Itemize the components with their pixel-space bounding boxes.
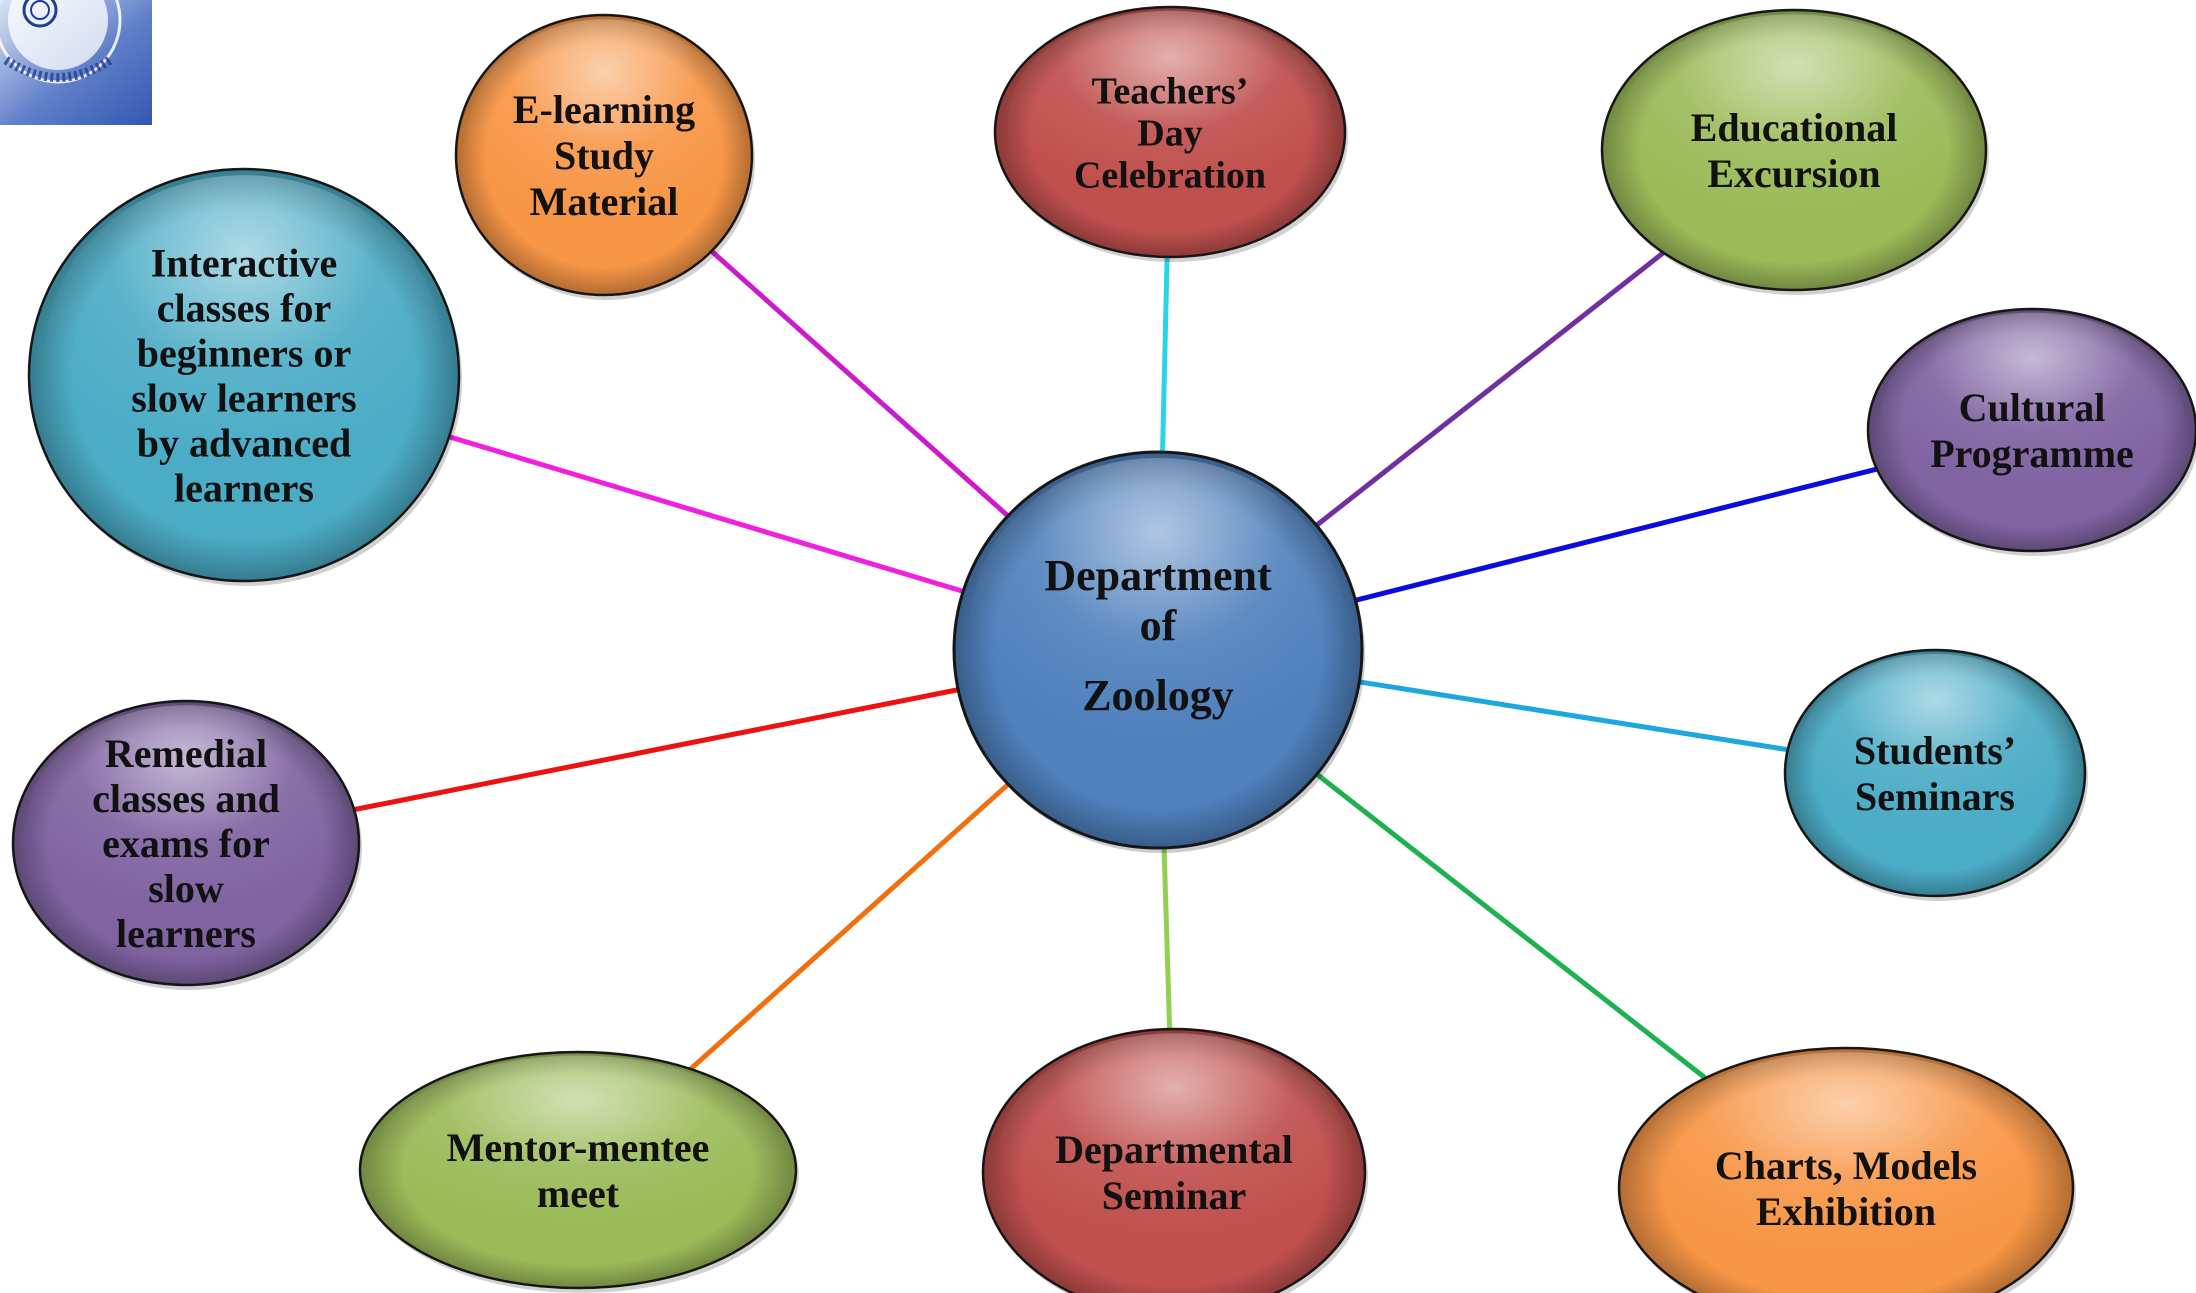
node-charts-models-bubble-highlight [1637,1052,2055,1291]
connector-teachers-day [1159,250,1170,461]
connector-cultural [1347,465,1884,605]
node-elearning-label-line: Study [554,133,654,178]
node-charts-models-label-line: Charts, Models [1715,1143,1977,1188]
node-students-seminars: Students’Seminars [1783,648,2088,901]
node-interactive-label-line: learners [174,466,314,511]
connector-elearning [705,245,1015,523]
node-mentor-mentee-bubble-highlight [377,1055,779,1257]
center-node-label-line: of [1140,601,1178,650]
node-elearning-label-line: E-learning [513,87,695,132]
node-elearning-label-line: Material [530,179,679,224]
emblem-seal [8,0,108,70]
node-excursion-bubble-highlight [1617,14,1971,253]
node-mentor-mentee-label-line: Mentor-mentee [447,1125,710,1170]
node-students-seminars-label: Students’Seminars [1854,728,2016,819]
node-remedial-label-line: exams for [102,821,270,866]
node-mentor-mentee-label-line: meet [537,1171,620,1216]
connector-interactive [440,432,972,596]
node-departmental-seminar-label-line: Seminar [1102,1173,1246,1218]
connector-students-seminars [1350,678,1795,753]
connectors [346,245,1884,1084]
node-interactive-label-line: slow learners [131,376,357,421]
node-remedial-bubble-highlight [26,705,346,947]
node-interactive-label-line: Interactive [151,241,338,286]
center-node-label-line: Zoology [1082,671,1234,720]
node-interactive-bubble-highlight [46,175,442,526]
node-students-seminars-label-line: Students’ [1854,728,2016,773]
center-node-bubble-highlight [970,457,1346,795]
node-cultural-label-line: Cultural [1959,385,2106,430]
node-students-seminars-label-line: Seminars [1855,774,2015,819]
node-excursion-label-line: Educational [1691,105,1898,150]
node-excursion-label-line: Excursion [1707,151,1880,196]
node-teachers-day-label-line: Day [1137,112,1202,154]
emblem-lettering [3,56,113,82]
node-interactive-label-line: beginners or [137,331,351,376]
connector-remedial [346,685,967,814]
node-cultural-label-line: Programme [1930,431,2134,476]
node-teachers-day-label-line: Celebration [1074,154,1266,196]
college-emblem [0,0,152,125]
node-teachers-day-bubble-highlight [1009,10,1331,224]
connector-excursion [1309,247,1670,532]
node-teachers-day-label-line: Teachers’ [1092,70,1249,112]
node-remedial-label-line: classes and [92,776,280,821]
node-elearning-bubble-highlight [467,19,741,258]
emblem-wheel [22,0,58,28]
node-remedial-label-line: Remedial [105,731,267,776]
node-interactive-label-line: by advanced [137,421,352,466]
emblem-wheel-inner [30,0,50,20]
node-departmental-seminar-bubble-highlight [998,1033,1350,1277]
node-students-seminars-bubble-highlight [1797,653,2073,863]
emblem-ring [0,0,122,84]
node-charts-models-label-line: Exhibition [1756,1189,1936,1234]
connector-charts-models [1309,767,1713,1084]
node-interactive-label-line: classes for [157,286,331,331]
connector-departmental-seminar [1161,839,1173,1036]
node-cultural-bubble-highlight [1881,312,2183,519]
node-remedial-label-line: slow [148,866,224,911]
node-remedial-label-line: learners [116,911,256,956]
center-node-label-line: Department [1044,551,1272,600]
connector-mentor-mentee [684,777,1016,1075]
node-departmental-seminar-label-line: Departmental [1055,1127,1293,1172]
